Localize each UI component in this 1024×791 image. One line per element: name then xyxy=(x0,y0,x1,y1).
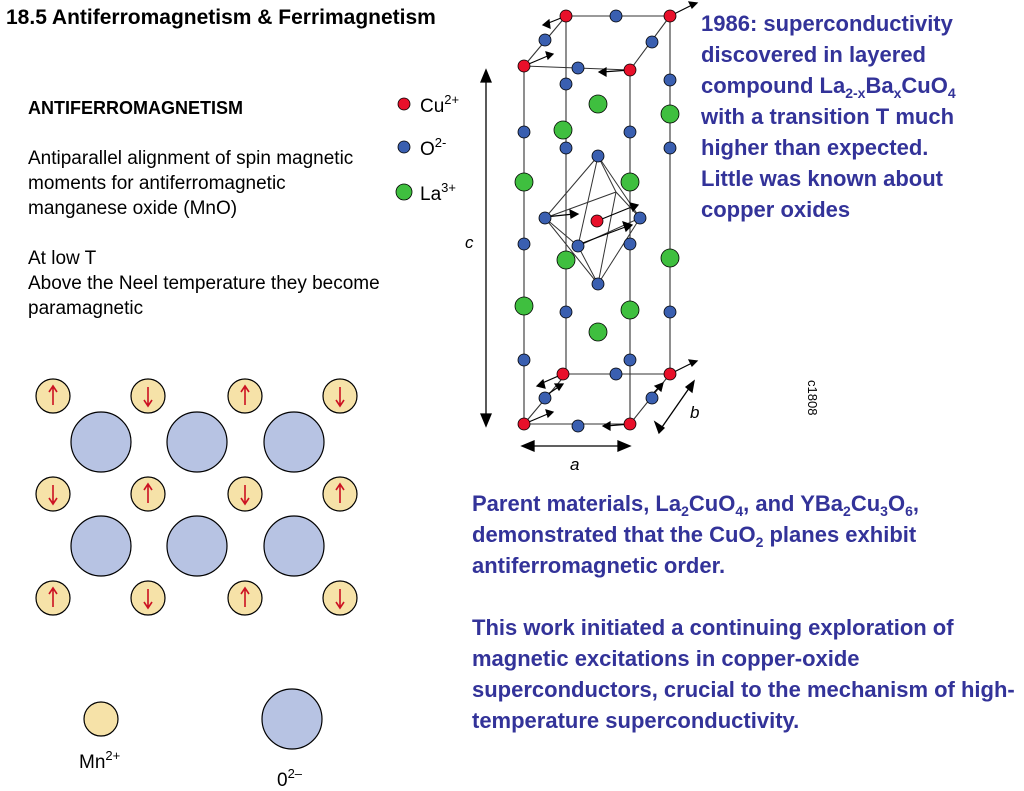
o-legend-label: 02– xyxy=(277,766,303,791)
la-legend-label: La3+ xyxy=(420,180,456,205)
exploration-paragraph: This work initiated a continuing explora… xyxy=(472,615,1015,733)
cu-legend-label: Cu2+ xyxy=(420,92,459,117)
b-axis-label: b xyxy=(690,403,699,422)
slide-title: 18.5 Antiferromagnetism & Ferrimagnetism xyxy=(6,6,436,29)
c-axis xyxy=(480,68,492,428)
o-legend-swatch xyxy=(261,688,323,750)
discovery-line-1: 1986: superconductivity xyxy=(701,11,953,36)
description-paragraph: Antiparallel alignment of spin magnetic … xyxy=(28,148,354,219)
antiferromagnetism-text: ANTIFERROMAGNETISM Antiparallel alignmen… xyxy=(28,96,388,321)
ions xyxy=(514,9,680,433)
discovery-text: 1986: superconductivity discovered in la… xyxy=(701,8,1021,225)
la-legend-dot xyxy=(395,183,413,201)
manganese-ions xyxy=(35,378,358,616)
discovery-line-4: with a transition T much xyxy=(701,104,955,129)
low-t-line: At low T xyxy=(28,248,97,269)
b-axis xyxy=(653,379,695,435)
cu-legend-dot xyxy=(397,97,411,111)
ion-legend: Cu2+ O2- La3+ xyxy=(395,92,459,205)
discovery-line-6: Little was known about xyxy=(701,166,944,191)
a-axis-label: a xyxy=(570,455,579,474)
discovery-line-5: higher than expected. xyxy=(701,135,929,160)
discovery-line-2: discovered in layered xyxy=(701,42,926,67)
parent-materials-text: Parent materials, La2CuO4, and YBa2Cu3O6… xyxy=(472,488,1017,736)
figure-code: c1808 xyxy=(805,380,820,415)
section-heading: ANTIFERROMAGNETISM xyxy=(28,98,243,118)
o2-legend-label: O2- xyxy=(420,135,446,160)
mn-legend-label: Mn2+ xyxy=(79,748,120,773)
neel-line: Above the Neel temperature they become p… xyxy=(28,273,380,319)
discovery-line-7: copper oxides xyxy=(701,197,851,222)
discovery-formula-line: compound La2-xBaxCuO4 xyxy=(701,73,956,101)
o-legend-dot xyxy=(397,140,411,154)
a-axis xyxy=(520,440,632,452)
oxygen-ions xyxy=(70,411,325,577)
mn-legend-swatch xyxy=(83,701,119,737)
c-axis-label: c xyxy=(465,233,474,252)
parent-materials-paragraph: Parent materials, La2CuO4, and YBa2Cu3O6… xyxy=(472,491,919,578)
